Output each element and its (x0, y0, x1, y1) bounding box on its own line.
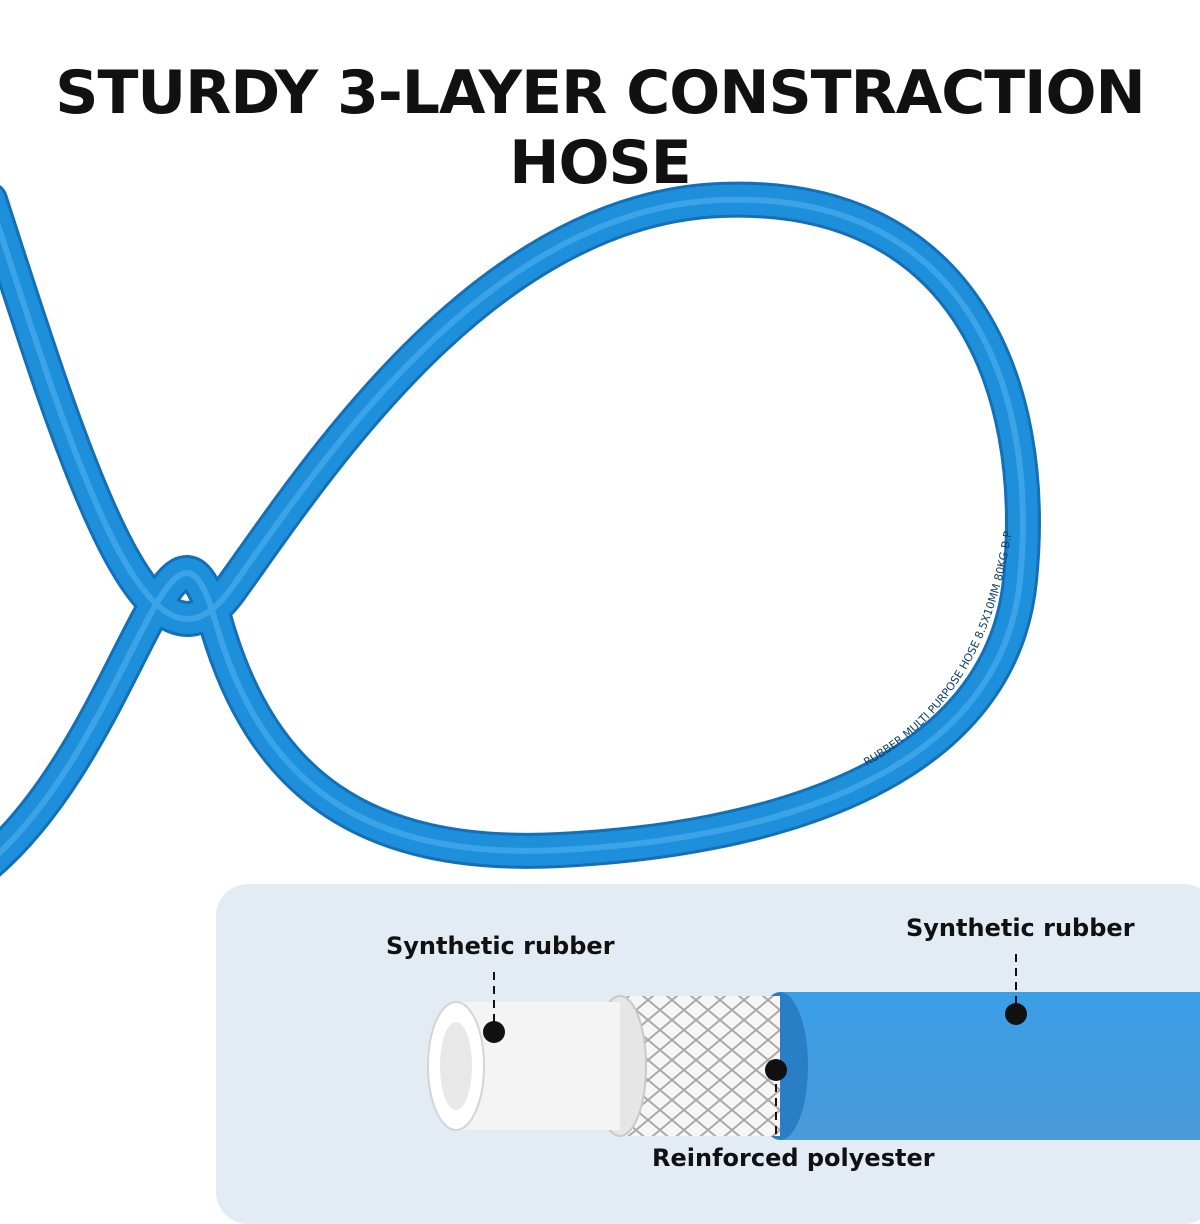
page-title: STURDY 3-LAYER CONSTRACTION HOSE (55, 58, 1145, 198)
inner-layer (427, 1001, 620, 1131)
outer-layer (752, 992, 1200, 1140)
outer-callout-dot (1005, 1003, 1027, 1025)
middle-layer (593, 995, 780, 1137)
middle-layer-label: Reinforced polyester (652, 1144, 935, 1172)
inner-callout-dot (483, 1021, 505, 1043)
inner-layer-label: Synthetic rubber (386, 932, 615, 960)
middle-callout-dot (765, 1059, 787, 1081)
outer-layer-label: Synthetic rubber (906, 914, 1135, 942)
